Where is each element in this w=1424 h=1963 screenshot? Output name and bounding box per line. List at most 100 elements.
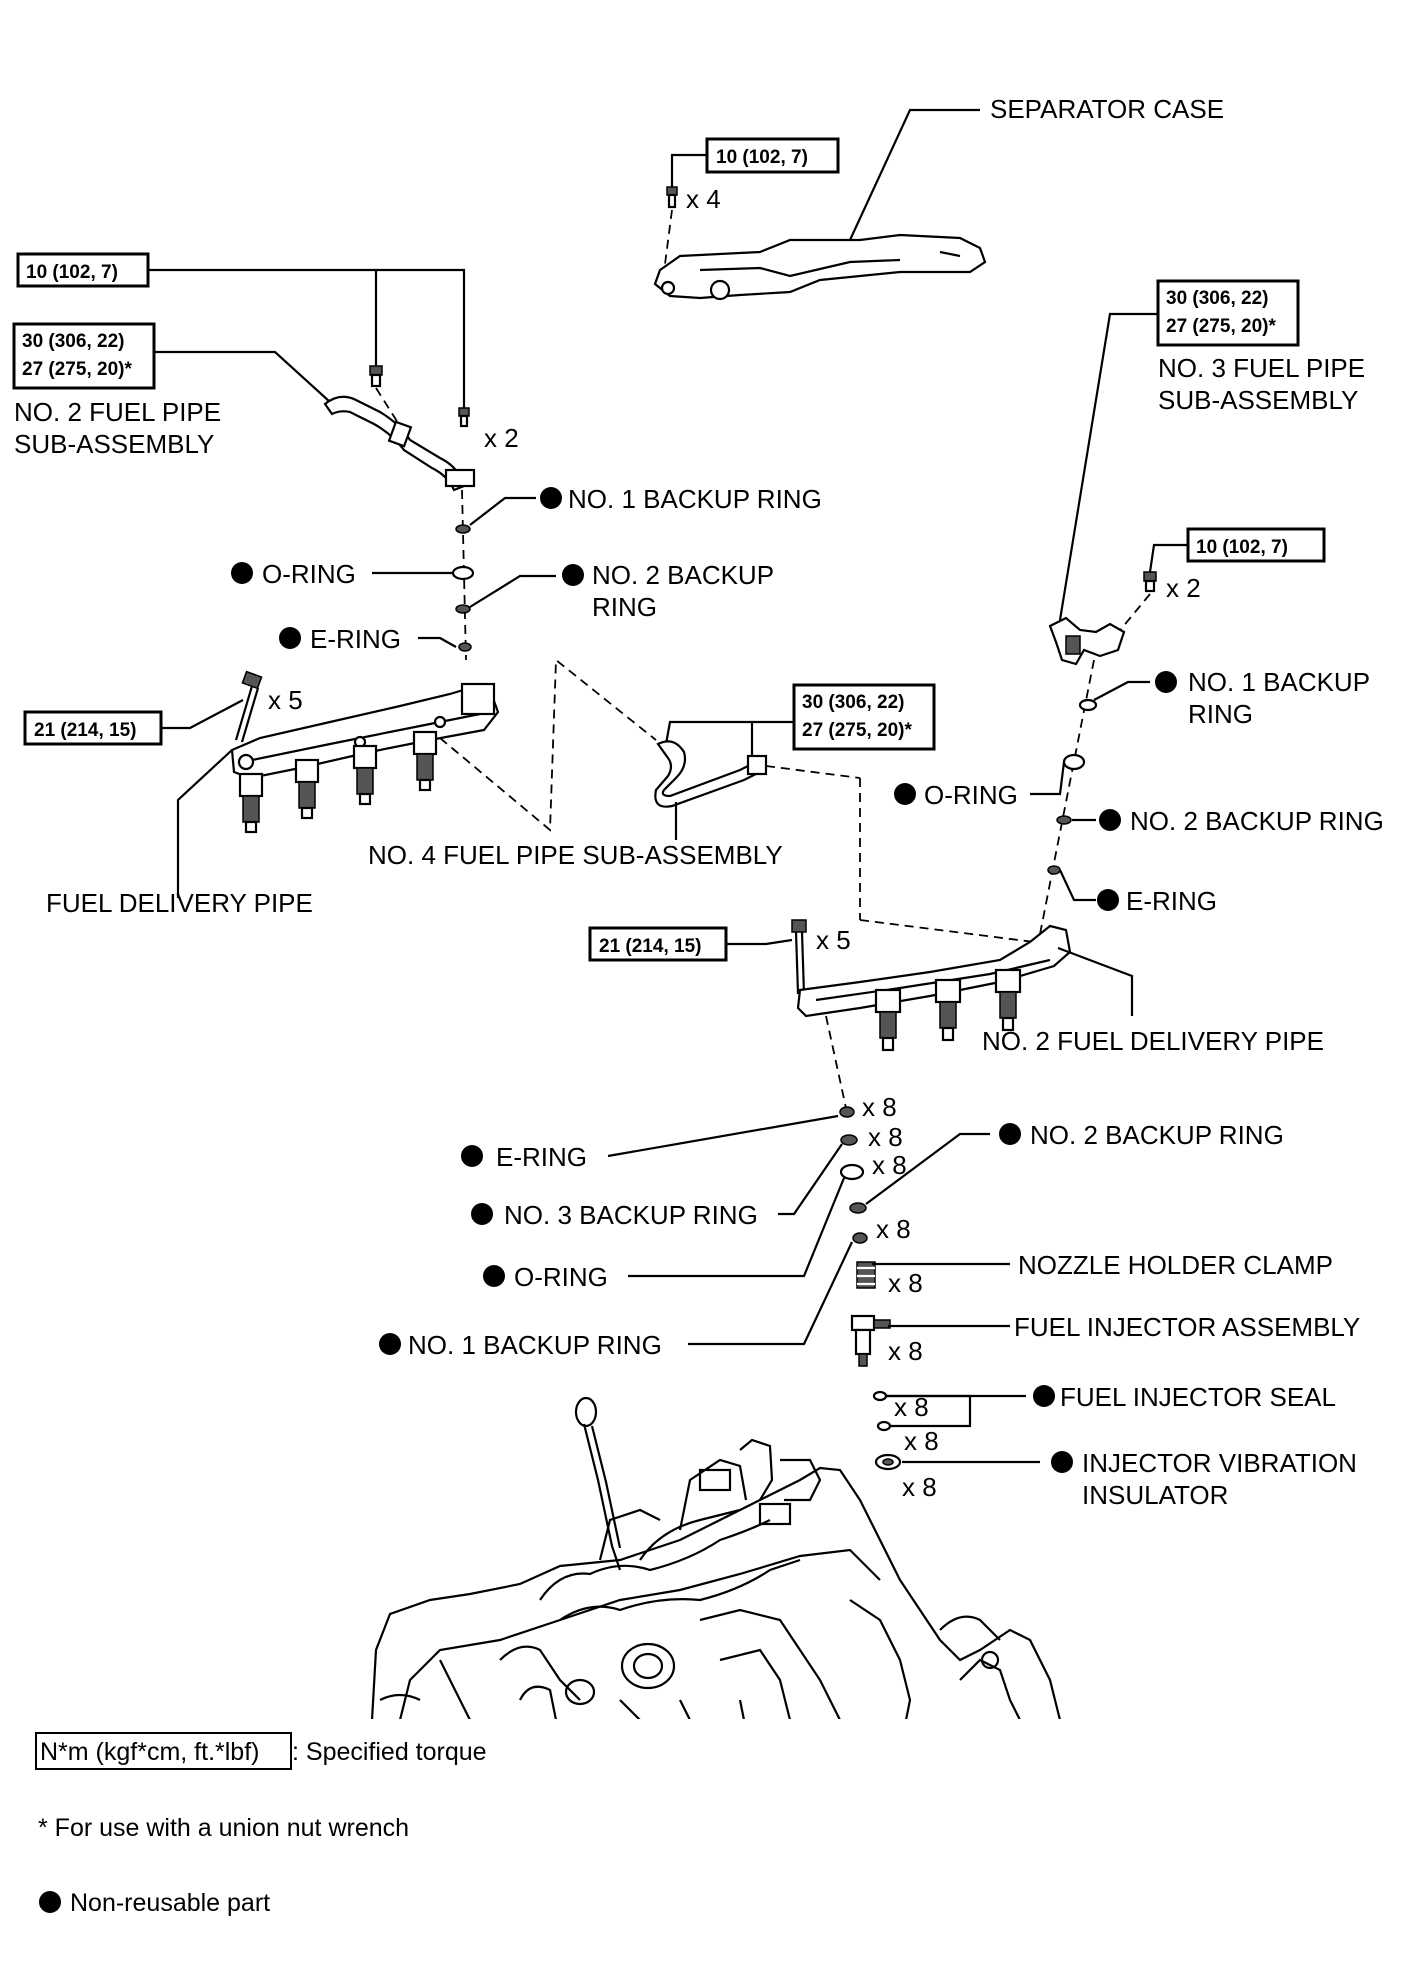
torque-value-separator: 10 (102, 7): [716, 147, 808, 168]
no3-fuel-pipe-icon: [1048, 616, 1126, 666]
label-injector-e-ring: E-RING: [496, 1142, 587, 1172]
left-seal-stack: NO. 1 BACKUP RING O-RING NO. 2 BACKUP RI…: [231, 484, 822, 661]
qty-injector-no1-backup: x 8: [876, 1214, 911, 1244]
qty-fdp-right-bolt: x 5: [816, 925, 851, 955]
fuel-delivery-pipe-group: x 5 21 (214, 15) FUEL DELIVERY PIPE: [23, 670, 500, 918]
label-injector-no2-backup-ring: NO. 2 BACKUP RING: [1030, 1120, 1284, 1150]
fuel-injector-seal-icon: [872, 1390, 888, 1402]
fuel-injector-seal-icon: [876, 1420, 892, 1432]
injector-stack: x 8 x 8 x 8 x 8 E-RING NO. 3 BACKUP RING…: [379, 1015, 1360, 1510]
left-no2-backup-ring-icon: [455, 604, 471, 614]
legend-nonreusable: Non-reusable part: [70, 1889, 270, 1917]
engine-illustration: [360, 1396, 1064, 1725]
injector-o-ring-icon: [839, 1163, 865, 1181]
label-fuel-delivery-pipe: FUEL DELIVERY PIPE: [46, 888, 313, 918]
label-injector-vibration-l1: INJECTOR VIBRATION: [1082, 1448, 1357, 1478]
label-no4-fuel-pipe: NO. 4 FUEL PIPE SUB-ASSEMBLY: [368, 840, 783, 870]
separator-case-icon: [653, 233, 987, 300]
no4-fuel-pipe-group: 30 (306, 22) 27 (275, 20)* NO. 4 FUEL PI…: [368, 658, 1051, 945]
legend-torque-box: [35, 1732, 292, 1770]
label-right-e-ring: E-RING: [1126, 886, 1217, 916]
fdp-right-bolt-icon: [791, 919, 807, 995]
no4-fuel-pipe-icon: [654, 740, 758, 808]
label-left-o-ring: O-RING: [262, 559, 356, 589]
torque-value-fdp-right: 21 (214, 15): [599, 936, 701, 957]
left-e-ring-icon: [458, 642, 472, 652]
label-left-e-ring: E-RING: [310, 624, 401, 654]
separator-case-group: 10 (102, 7) x 4 SEPARATOR CASE: [653, 94, 1224, 301]
injector-no1-backup-ring-icon: [852, 1232, 868, 1244]
legend-union-note: * For use with a union nut wrench: [38, 1814, 409, 1842]
torque-box-no4-union: [792, 683, 936, 751]
label-no2-fuel-delivery-pipe: NO. 2 FUEL DELIVERY PIPE: [982, 1026, 1324, 1056]
torque-value-no2-union-a: 30 (306, 22): [22, 331, 124, 352]
torque-value-no4-union-a: 30 (306, 22): [802, 692, 904, 713]
label-right-no2-backup-ring: NO. 2 BACKUP RING: [1130, 806, 1384, 836]
label-right-no1-backup-l2: RING: [1188, 699, 1253, 729]
fdp-left-injectors: [238, 730, 438, 834]
nonreusable-dot-icon: [461, 1145, 483, 1167]
left-o-ring-icon: [451, 565, 475, 581]
label-right-no1-backup-l1: NO. 1 BACKUP: [1188, 667, 1370, 697]
injector-e-ring-icon: [839, 1106, 855, 1118]
torque-value-no3-union-a: 30 (306, 22): [1166, 288, 1268, 309]
label-right-o-ring: O-RING: [924, 780, 1018, 810]
right-no2-backup-ring-icon: [1056, 815, 1072, 825]
label-injector-no1-backup-ring: NO. 1 BACKUP RING: [408, 1330, 662, 1360]
fuel-delivery-pipe-icon: [230, 686, 500, 780]
injector-no2-backup-ring-icon: [849, 1202, 867, 1214]
torque-box-no3-bolt: [1186, 527, 1326, 563]
qty-no2-pipe-bolt: x 2: [484, 423, 519, 453]
qty-fuel-injector-assembly: x 8: [888, 1336, 923, 1366]
label-injector-no3-backup-ring: NO. 3 BACKUP RING: [504, 1200, 758, 1230]
nonreusable-dot-icon: [540, 487, 562, 509]
no3-fuel-pipe-group: 30 (306, 22) 27 (275, 20)* NO. 3 FUEL PI…: [1048, 279, 1365, 666]
torque-value-no3-union-b: 27 (275, 20)*: [1166, 316, 1276, 337]
torque-box-no3-union: [1156, 279, 1300, 347]
qty-no3-pipe-bolt: x 2: [1166, 573, 1201, 603]
nonreusable-dot-icon: [894, 783, 916, 805]
nonreusable-dot-icon: [1033, 1385, 1055, 1407]
label-injector-o-ring: O-RING: [514, 1262, 608, 1292]
qty-injector-e-ring: x 8: [862, 1092, 897, 1122]
qty-fdp-left-bolt: x 5: [268, 685, 303, 715]
qty-injector-vibration-insulator: x 8: [902, 1472, 937, 1502]
no2-pipe-bolt-icon: [369, 365, 470, 428]
no3-pipe-bolt-icon: [1143, 571, 1157, 593]
fdp-left-bolt-icon: [234, 670, 263, 743]
right-e-ring-icon: [1047, 865, 1061, 875]
fuel-injector-assembly-icon: [850, 1314, 891, 1367]
injector-no3-backup-ring-icon: [840, 1134, 858, 1146]
torque-value-no2-union-b: 27 (275, 20)*: [22, 359, 132, 380]
right-no1-backup-ring-icon: [1078, 698, 1098, 712]
torque-box-fdp-left: [23, 710, 163, 746]
legend-torque-desc: : Specified torque: [292, 1738, 487, 1766]
right-seal-stack: NO. 1 BACKUP RING O-RING NO. 2 BACKUP RI…: [894, 659, 1384, 935]
label-no2-fuel-pipe-l2: SUB-ASSEMBLY: [14, 429, 214, 459]
right-o-ring-icon: [1062, 753, 1086, 771]
nonreusable-dot-icon: [1051, 1451, 1073, 1473]
label-no3-fuel-pipe-l2: SUB-ASSEMBLY: [1158, 385, 1358, 415]
qty-nozzle-holder-clamp: x 8: [888, 1268, 923, 1298]
nonreusable-dot-icon: [999, 1123, 1021, 1145]
nonreusable-dot-icon: [379, 1333, 401, 1355]
label-no2-fuel-pipe-l1: NO. 2 FUEL PIPE: [14, 397, 221, 427]
label-fuel-injector-assembly: FUEL INJECTOR ASSEMBLY: [1014, 1312, 1360, 1342]
label-no3-fuel-pipe-l1: NO. 3 FUEL PIPE: [1158, 353, 1365, 383]
nonreusable-dot-icon: [1099, 809, 1121, 831]
no2-fuel-pipe-group: 10 (102, 7) x 2 30 (306, 22) 27 (275, 20…: [12, 252, 519, 492]
label-left-no2-backup-l2: RING: [592, 592, 657, 622]
nonreusable-dot-icon: [1097, 889, 1119, 911]
torque-value-fdp-left: 21 (214, 15): [34, 720, 136, 741]
no2-fuel-delivery-pipe-group: 21 (214, 15) x 5 NO. 2 FUEL DELIVERY PIP…: [588, 919, 1324, 1056]
legend: N*m (kgf*cm, ft.*lbf) : Specified torque…: [35, 1732, 487, 1917]
nonreusable-dot-icon: [231, 562, 253, 584]
torque-value-no3-bolt: 10 (102, 7): [1196, 537, 1288, 558]
qty-injector-no3-backup: x 8: [868, 1122, 903, 1152]
left-no1-backup-ring-icon: [455, 524, 471, 534]
label-left-no2-backup-l1: NO. 2 BACKUP: [592, 560, 774, 590]
qty-separator-bolt: x 4: [686, 184, 721, 214]
torque-value-no4-union-b: 27 (275, 20)*: [802, 720, 912, 741]
label-nozzle-holder-clamp: NOZZLE HOLDER CLAMP: [1018, 1250, 1333, 1280]
